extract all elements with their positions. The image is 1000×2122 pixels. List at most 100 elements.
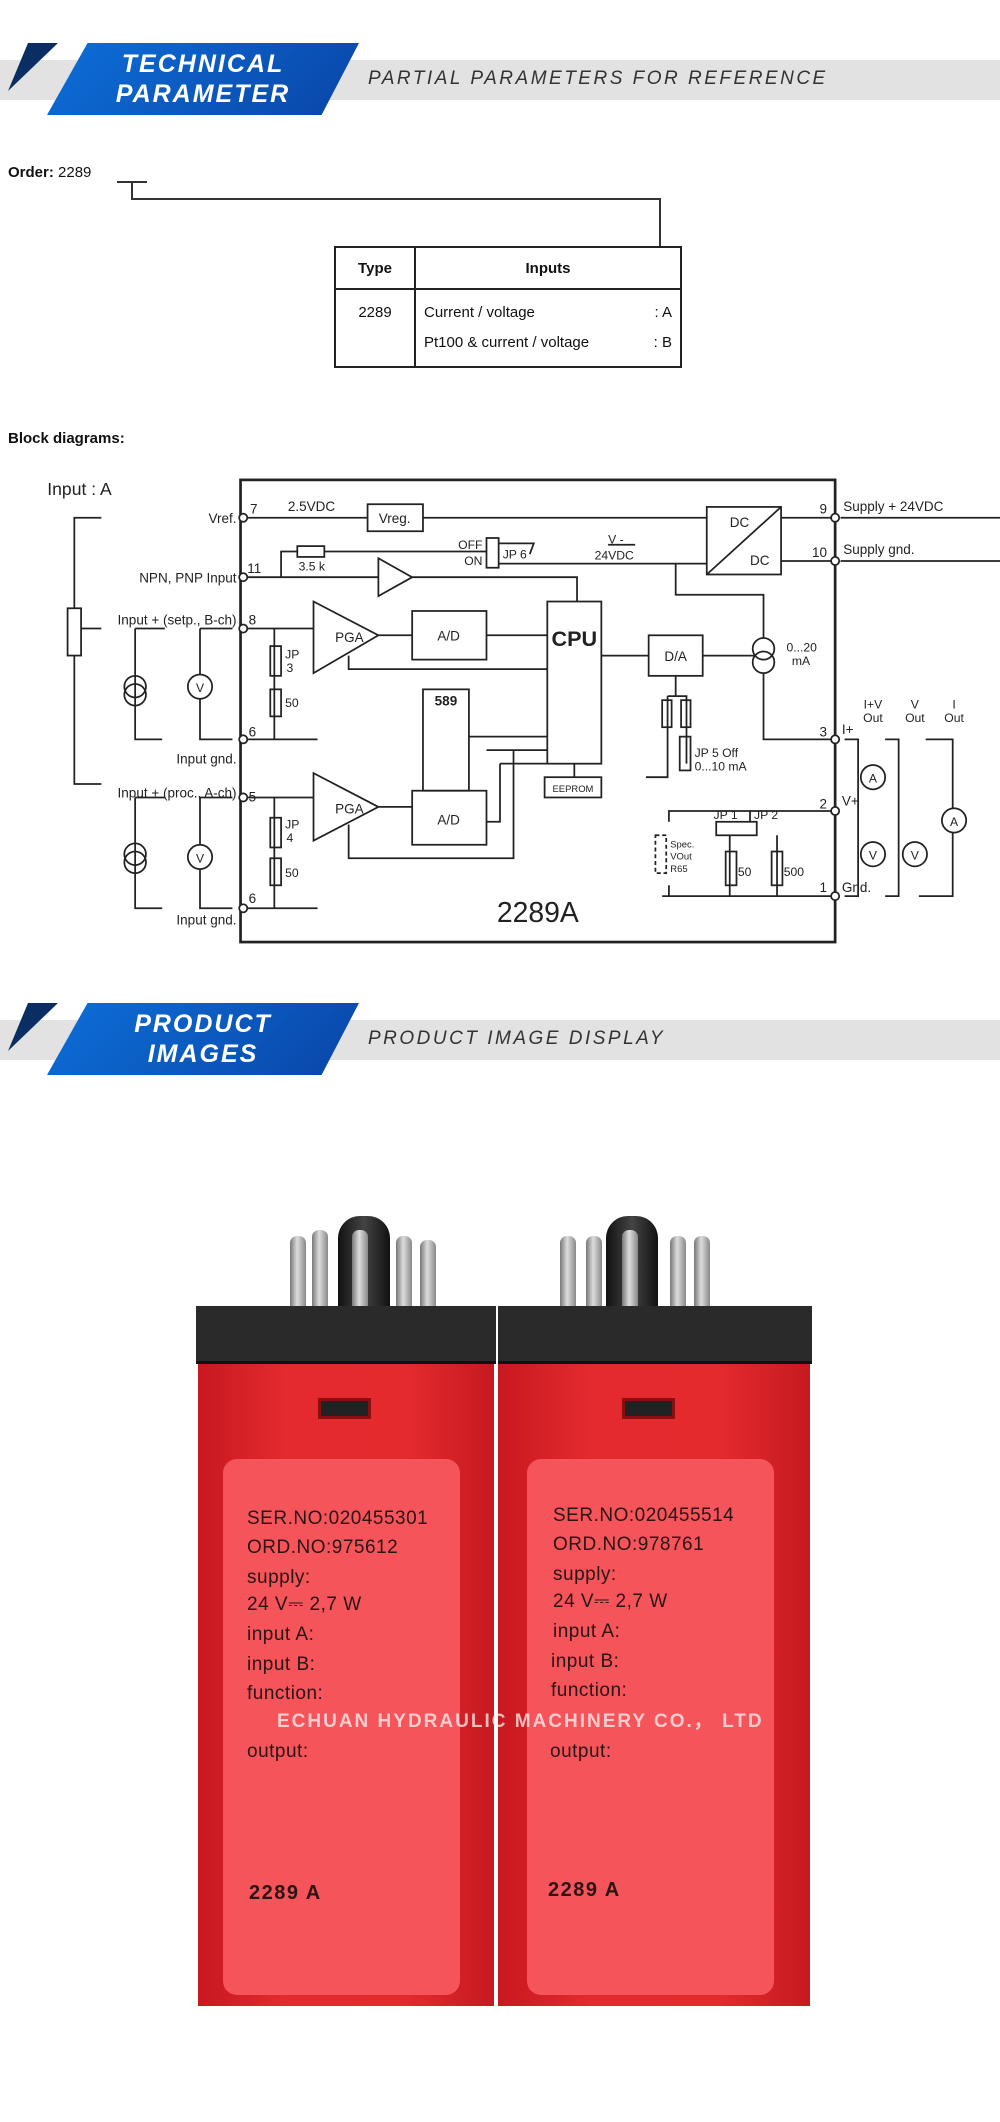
ad-block: A/D xyxy=(437,812,460,827)
output-label: Out xyxy=(905,711,925,725)
serial-number: SER.NO:020455301 xyxy=(247,1508,429,1529)
terminal-number: 9 xyxy=(820,502,828,517)
pin xyxy=(312,1230,328,1308)
rating: 24 V⎓ 2,7 W xyxy=(247,1594,362,1615)
terminal-label: Input + (setp., B-ch) xyxy=(118,612,237,627)
module-slot xyxy=(622,1398,675,1419)
terminal-label: Supply gnd. xyxy=(843,542,914,557)
terminal-label: Gnd. xyxy=(842,880,871,895)
jp5-label: JP 5 Off xyxy=(695,746,739,760)
model-label: 2289A xyxy=(497,897,579,929)
pga-block: PGA xyxy=(335,802,364,817)
product-label xyxy=(223,1459,460,1995)
terminal-number: 6 xyxy=(249,725,257,740)
supply-label: supply: xyxy=(247,1567,311,1588)
resistor-label: 50 xyxy=(738,865,752,879)
order-label: Order: xyxy=(8,164,54,181)
input-a-label: input A: xyxy=(247,1624,315,1645)
ad-block: A/D xyxy=(437,629,460,644)
output-label: I+V xyxy=(864,697,883,711)
spec-label: VOut xyxy=(670,852,692,863)
ammeter: A xyxy=(869,772,878,786)
output-label: output: xyxy=(247,1741,309,1762)
dc-block: DC xyxy=(750,553,770,568)
jp4-label: 4 xyxy=(286,831,293,845)
input-name: Current / voltage xyxy=(424,304,535,321)
current-label: 0...20 xyxy=(786,641,817,655)
output-label: I xyxy=(952,697,955,711)
block-diagrams-label: Block diagrams: xyxy=(8,430,125,447)
terminal-label: Supply + 24VDC xyxy=(843,499,943,514)
terminal-label: Input + (proc., A-ch) xyxy=(118,785,237,800)
header-inputs: Inputs xyxy=(414,246,682,290)
jp3-label: 3 xyxy=(286,661,293,675)
terminal-number: 1 xyxy=(820,880,828,895)
section-subtitle: PARTIAL PARAMETERS FOR REFERENCE xyxy=(368,68,828,89)
terminal-label: I+ xyxy=(842,722,854,737)
input-a-label: input A: xyxy=(553,1621,621,1642)
section-title-line2: PARAMETER xyxy=(115,80,291,108)
product-label xyxy=(527,1459,774,1995)
eeprom-block: EEPROM xyxy=(553,784,594,795)
block-diagram: Input : A Vref. 7 NPN, PNP Input 11 Inpu… xyxy=(47,478,1000,944)
function-label: function: xyxy=(551,1680,628,1701)
resistor-label: 3.5 k xyxy=(299,559,326,573)
jp6-on: ON xyxy=(464,554,482,568)
display-readout: 589 xyxy=(435,694,458,709)
voltmeter: V xyxy=(196,681,205,695)
jp2-label: JP 2 xyxy=(754,808,778,822)
resistor-label: 50 xyxy=(285,866,299,880)
rating: 24 V⎓ 2,7 W xyxy=(553,1591,668,1612)
jp1-label: JP 1 xyxy=(714,808,738,822)
output-label: V xyxy=(911,697,920,711)
order-value: 2289 xyxy=(58,164,92,181)
resistor-label: 500 xyxy=(784,865,805,879)
model-label: 2289 A xyxy=(548,1879,621,1901)
terminal-label: Input gnd. xyxy=(176,752,236,767)
pga-block: PGA xyxy=(335,630,364,645)
module-slot xyxy=(318,1398,371,1419)
pin xyxy=(670,1236,686,1308)
jp6-label: JP 6 xyxy=(503,547,527,561)
voltmeter: V xyxy=(196,851,205,865)
output-label: Out xyxy=(944,711,964,725)
model-label: 2289 A xyxy=(249,1882,322,1904)
output-label: output: xyxy=(550,1741,612,1762)
terminal-label: V+ xyxy=(842,794,859,809)
da-block: D/A xyxy=(664,649,687,664)
serial-number: SER.NO:020455514 xyxy=(553,1505,735,1526)
spec-label: Spec. xyxy=(670,839,694,850)
function-label: function: xyxy=(247,1683,324,1704)
cpu-block: CPU xyxy=(552,626,598,651)
pin xyxy=(586,1236,602,1308)
input-b-label: input B: xyxy=(247,1654,316,1675)
pin xyxy=(560,1236,576,1308)
order-line: Order: 2289 xyxy=(8,164,91,181)
terminal-label: Vref. xyxy=(208,511,236,526)
type-cell: 2289 xyxy=(334,288,416,368)
terminal-number: 8 xyxy=(249,612,257,627)
order-connector xyxy=(117,181,661,246)
pin xyxy=(396,1236,412,1308)
voltmeter: V xyxy=(911,849,920,863)
terminal-number: 7 xyxy=(250,502,258,517)
supply-label: supply: xyxy=(553,1564,617,1585)
input-b-label: input B: xyxy=(551,1651,620,1672)
pin xyxy=(622,1230,638,1308)
terminal-number: 2 xyxy=(820,796,828,811)
terminal-number: 3 xyxy=(820,725,828,740)
vreg-block: Vreg. xyxy=(379,511,411,526)
module-cap xyxy=(498,1306,812,1364)
terminal-label: Input gnd. xyxy=(176,912,236,927)
current-unit: mA xyxy=(792,654,811,668)
pin xyxy=(420,1240,436,1308)
resistor-label: 50 xyxy=(285,696,299,710)
input-code: : A xyxy=(654,304,672,321)
dc-block: DC xyxy=(730,515,750,530)
terminal-number: 5 xyxy=(249,790,257,805)
pin xyxy=(352,1230,368,1308)
order-number: ORD.NO:978761 xyxy=(553,1534,705,1555)
